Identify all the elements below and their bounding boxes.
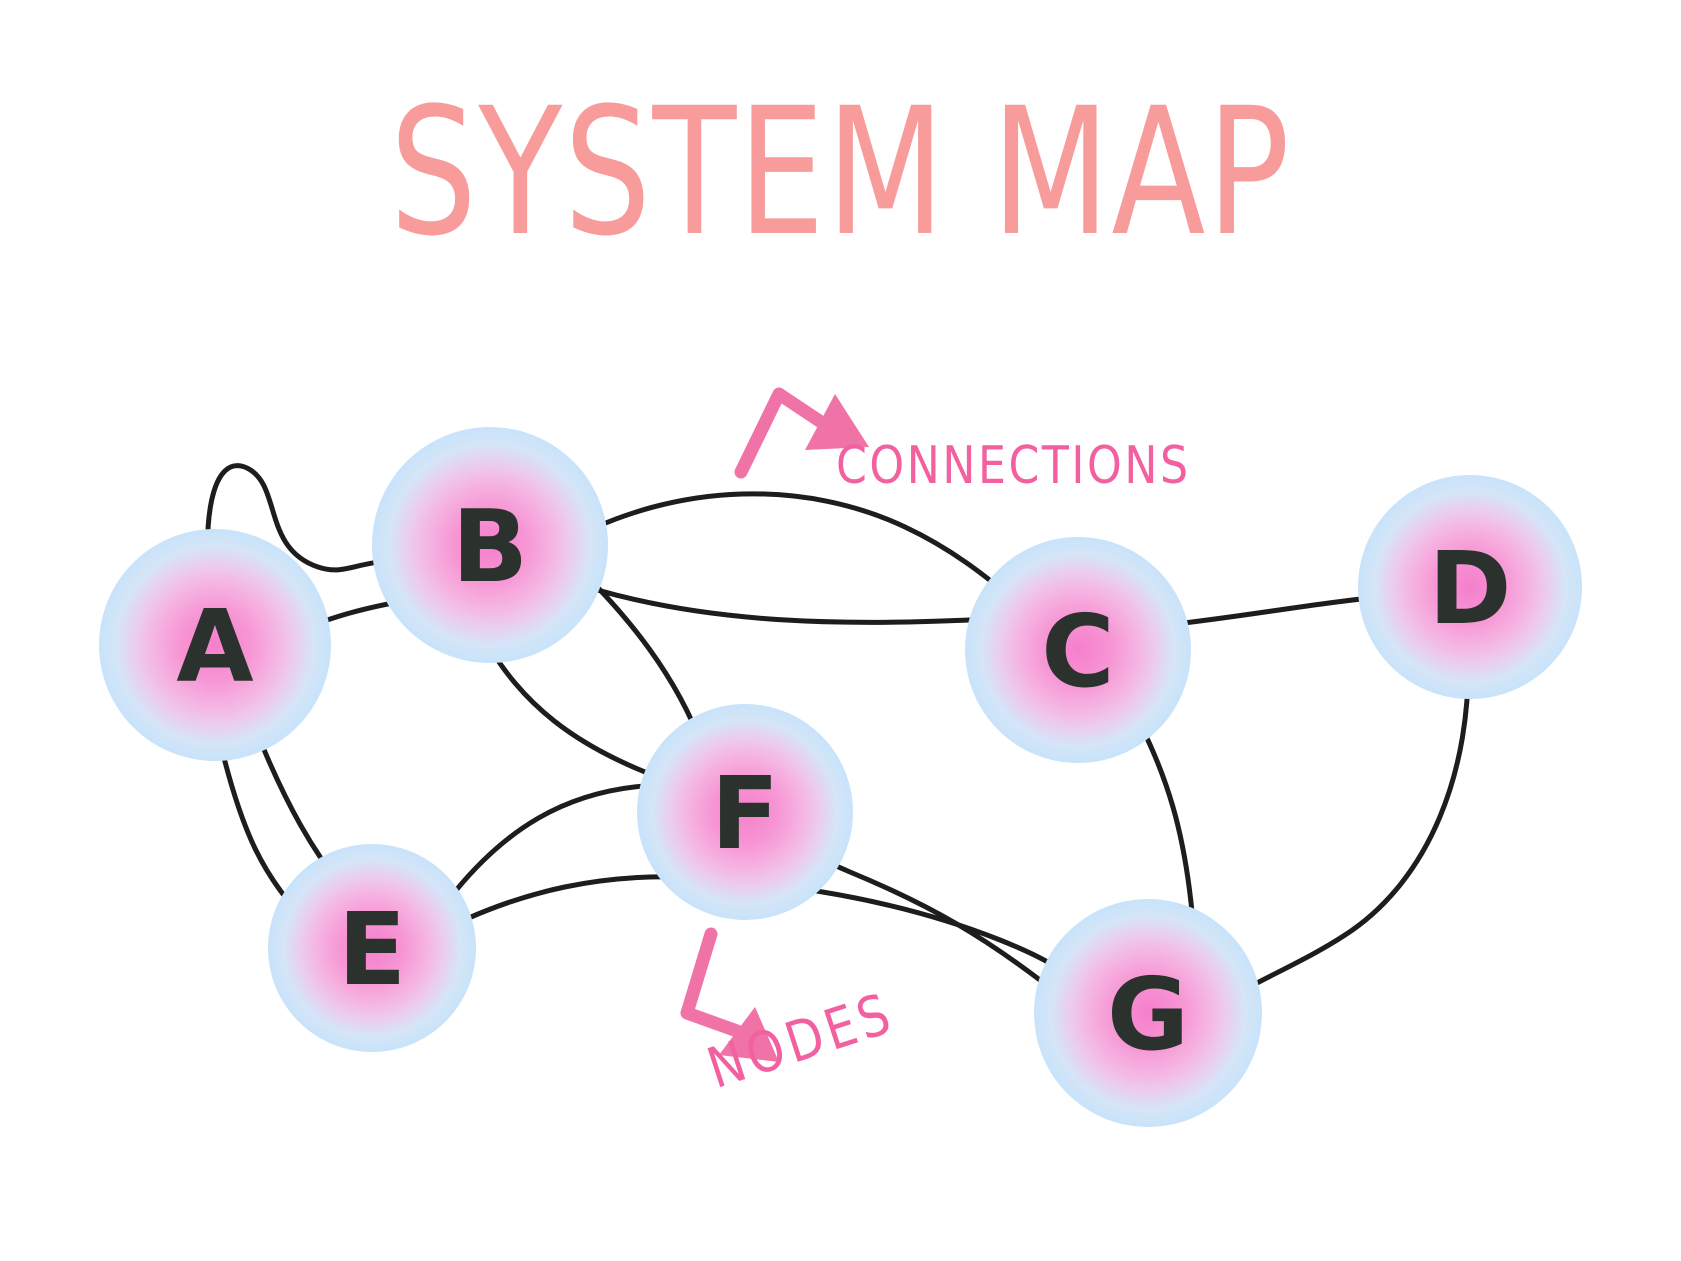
node-circle-G bbox=[1034, 899, 1262, 1127]
node-label-C: C bbox=[1041, 593, 1114, 710]
edge-b-c-arc bbox=[557, 491, 1023, 608]
node-circle-E bbox=[268, 844, 476, 1052]
arrows-layer bbox=[680, 387, 869, 1062]
connections-arrow-shaft bbox=[734, 387, 831, 479]
edge-a-b-wavy bbox=[205, 463, 423, 613]
node-circle-B bbox=[372, 427, 608, 663]
node-label-D: D bbox=[1428, 530, 1511, 647]
nodes-arrow-shaft bbox=[680, 927, 744, 1038]
connections-annotation-label: CONNECTIONS bbox=[836, 436, 1191, 496]
nodes-layer: A B C D E F G bbox=[99, 427, 1582, 1127]
nodes-arrow-head bbox=[719, 1007, 779, 1062]
node-label-A: A bbox=[176, 588, 253, 705]
node-label-E: E bbox=[338, 891, 406, 1008]
node-label-F: F bbox=[711, 755, 779, 872]
node-label-B: B bbox=[452, 488, 528, 605]
node-label-G: G bbox=[1107, 956, 1189, 1073]
node-circle-F bbox=[637, 704, 853, 920]
connections-arrow-head bbox=[805, 394, 869, 450]
node-circle-A bbox=[99, 529, 331, 761]
edge-b-c-straight bbox=[557, 575, 1013, 625]
node-circle-D bbox=[1358, 475, 1582, 699]
edge-d-g bbox=[1222, 647, 1471, 1003]
node-circle-C bbox=[965, 537, 1191, 763]
page-title: SYSTEM MAP bbox=[389, 70, 1292, 275]
